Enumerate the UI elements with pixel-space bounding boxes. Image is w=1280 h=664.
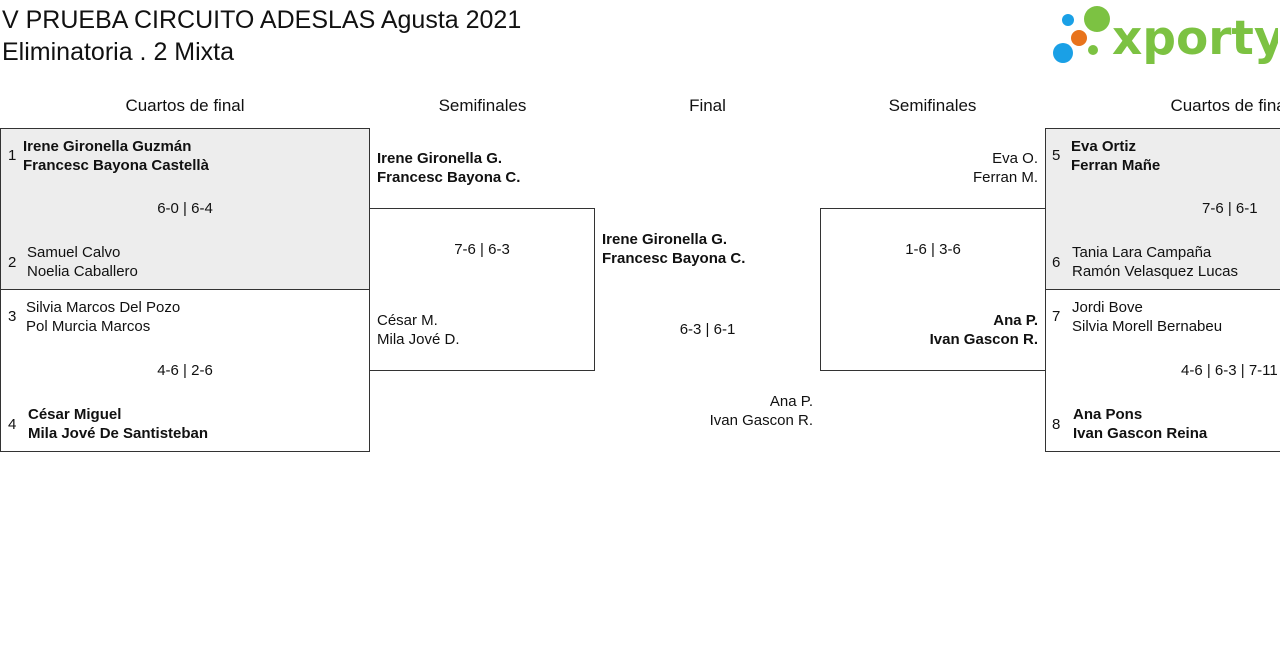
player-name: Jordi Bove: [1072, 299, 1143, 316]
player-name: Mila Jové De Santisteban: [28, 425, 209, 442]
player-name: César Miguel: [28, 406, 122, 423]
seed-number: 7: [1052, 308, 1061, 325]
pair-loser: Tania Lara Campaña Ramón Velasquez Lucas: [1072, 243, 1238, 281]
player-name: Francesc Bayona C.: [377, 169, 521, 186]
pair-loser: Silvia Marcos Del Pozo Pol Murcia Marcos: [26, 298, 180, 336]
final-pair-loser: Ana P. Ivan Gascon R.: [600, 392, 813, 430]
pair-winner: Ana P. Ivan Gascon R.: [821, 311, 1038, 349]
match-score: 6-0 | 6-4: [157, 200, 213, 217]
qf-left-match-1: 1 Irene Gironella Guzmán Francesc Bayona…: [0, 128, 370, 290]
player-name: Ivan Gascon R.: [929, 331, 1038, 348]
title-line-2: Eliminatoria . 2 Mixta: [2, 38, 235, 66]
pair-loser: Jordi Bove Silvia Morell Bernabeu: [1072, 298, 1222, 336]
player-name: Tania Lara Campaña: [1072, 244, 1212, 261]
player-name: Samuel Calvo: [27, 244, 121, 261]
seed-number: 5: [1052, 147, 1061, 164]
seed-number: 6: [1052, 254, 1061, 271]
seed-number: 3: [8, 308, 17, 325]
seed-number: 1: [8, 147, 17, 164]
final-pair-winner: Irene Gironella G. Francesc Bayona C.: [602, 230, 745, 268]
player-name: Ramón Velasquez Lucas: [1072, 263, 1238, 280]
sf-left-pair-winner: Irene Gironella G. Francesc Bayona C.: [377, 149, 520, 187]
player-name: Noelia Caballero: [27, 263, 138, 280]
logo-dot-green-top: [1084, 6, 1110, 32]
logo-dot-blue-top: [1062, 14, 1074, 26]
logo-dot-blue: [1053, 43, 1073, 63]
sf-right-pair-loser: Eva O. Ferran M.: [820, 149, 1038, 187]
player-name: Ana Pons: [1073, 406, 1143, 423]
player-name: Ivan Gascon Reina: [1073, 425, 1208, 442]
sf-left-match: 7-6 | 6-3 César M. Mila Jové D.: [369, 208, 595, 371]
player-name: Eva O.: [992, 150, 1038, 167]
pair-loser: César M. Mila Jové D.: [377, 311, 460, 349]
player-name: Mila Jové D.: [377, 331, 460, 348]
match-score: 4-6 | 2-6: [157, 362, 213, 379]
tournament-title: V PRUEBA CIRCUITO ADESLAS Agusta 2021 El…: [2, 4, 521, 68]
player-name: Silvia Marcos Del Pozo: [26, 299, 181, 316]
player-name: Silvia Morell Bernabeu: [1072, 318, 1223, 335]
player-name: Pol Murcia Marcos: [26, 318, 151, 335]
pair-loser: Samuel Calvo Noelia Caballero: [27, 243, 138, 281]
match-score: 1-6 | 3-6: [905, 241, 961, 258]
round-header-qf-left: Cuartos de final: [125, 96, 245, 115]
pair-winner: Ana Pons Ivan Gascon Reina: [1073, 405, 1207, 443]
title-line-1: V PRUEBA CIRCUITO ADESLAS Agusta 2021: [2, 6, 522, 34]
logo-text: xporty: [1112, 11, 1278, 66]
player-name: Francesc Bayona Castellà: [23, 157, 209, 174]
seed-number: 2: [8, 254, 17, 271]
logo-dot-green: [1088, 45, 1098, 55]
qf-right-match-1: 5 Eva Ortiz Ferran Mañe 7-6 | 6-1 6 Tani…: [1045, 128, 1280, 290]
match-score: 7-6 | 6-1: [1202, 200, 1258, 217]
seed-number: 4: [8, 416, 17, 433]
player-name: Ferran Mañe: [1071, 157, 1161, 174]
player-name: César M.: [377, 312, 438, 329]
qf-left-match-2: 3 Silvia Marcos Del Pozo Pol Murcia Marc…: [0, 289, 370, 452]
player-name: Irene Gironella G.: [602, 231, 728, 248]
player-name: Eva Ortiz: [1071, 138, 1137, 155]
match-score: 4-6 | 6-3 | 7-11: [1181, 362, 1278, 379]
player-name: Irene Gironella G.: [377, 150, 503, 167]
match-score: 7-6 | 6-3: [454, 241, 510, 258]
pair-winner: Irene Gironella Guzmán Francesc Bayona C…: [23, 137, 209, 175]
logo-dot-orange: [1071, 30, 1087, 46]
player-name: Ferran M.: [972, 169, 1038, 186]
sf-right-match: 1-6 | 3-6 Ana P. Ivan Gascon R.: [820, 208, 1046, 371]
round-header-sf-left: Semifinales: [438, 96, 527, 115]
final-score: 6-3 | 6-1: [679, 321, 736, 338]
round-header-final: Final: [689, 96, 726, 115]
player-name: Francesc Bayona C.: [602, 250, 746, 267]
xporty-logo: xporty: [1053, 6, 1278, 66]
player-name: Ana P.: [769, 393, 813, 410]
player-name: Irene Gironella Guzmán: [23, 138, 192, 155]
player-name: Ana P.: [993, 312, 1038, 329]
round-header-qf-right: Cuartos de final: [1170, 96, 1280, 115]
seed-number: 8: [1052, 416, 1061, 433]
pair-winner: Eva Ortiz Ferran Mañe: [1071, 137, 1160, 175]
pair-winner: César Miguel Mila Jové De Santisteban: [28, 405, 208, 443]
round-header-sf-right: Semifinales: [888, 96, 977, 115]
qf-right-match-2: 7 Jordi Bove Silvia Morell Bernabeu 4-6 …: [1045, 289, 1280, 452]
player-name: Ivan Gascon R.: [709, 412, 813, 429]
